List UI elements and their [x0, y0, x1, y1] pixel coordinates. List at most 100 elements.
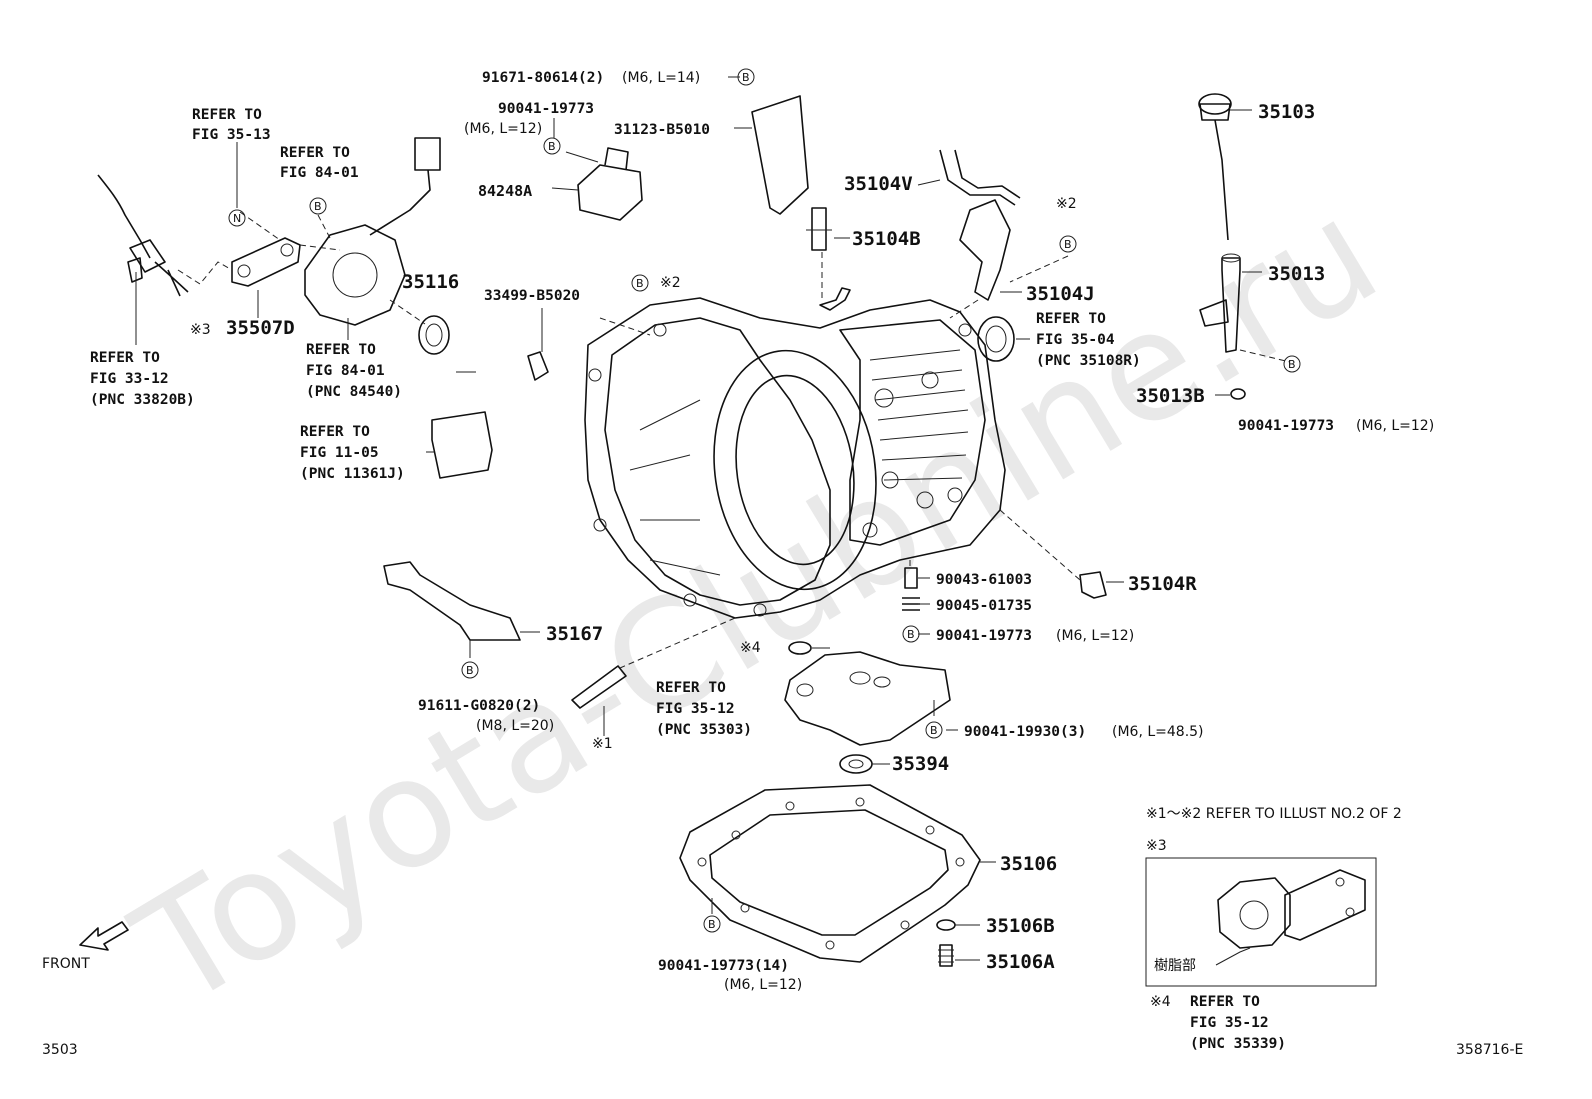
resin-label: 樹脂部	[1154, 958, 1196, 974]
label-90041-a: 90041-19773	[498, 101, 594, 117]
svg-text:(PNC 35108R): (PNC 35108R)	[1036, 353, 1141, 369]
svg-text:FIG 84-01: FIG 84-01	[306, 363, 385, 379]
label-90041-c: 90041-19773	[936, 628, 1032, 644]
neutral-switch-drawing	[304, 137, 441, 326]
label-91611: 91611-G0820(2)	[418, 698, 540, 714]
dipstick-drawing	[1198, 93, 1246, 400]
oil-seal-drawing	[418, 315, 450, 355]
label-35106: 35106	[1000, 853, 1057, 875]
svg-text:B: B	[548, 140, 556, 153]
note-2-b: ※2	[660, 275, 681, 291]
bracket-35167-drawing	[383, 561, 521, 641]
label-35013b: 35013B	[1136, 385, 1205, 407]
label-90041-19930-spec: (M6, L=48.5)	[1112, 724, 1204, 740]
label-35104b: 35104B	[852, 228, 921, 250]
note-4-line-2: FIG 35-12	[1190, 1015, 1269, 1031]
label-90041-19930: 90041-19930(3)	[964, 724, 1086, 740]
label-35167: 35167	[546, 623, 603, 645]
label-90041-d-spec: (M6, L=12)	[724, 977, 802, 993]
svg-text:FIG 35-04: FIG 35-04	[1036, 332, 1115, 348]
plug-35104b-drawing	[806, 207, 832, 251]
drain-plug-drawing	[902, 567, 1107, 611]
svg-text:FIG 35-12: FIG 35-12	[656, 701, 735, 717]
o-ring-drawing	[788, 641, 812, 655]
note-4-mark: ※4	[1150, 994, 1171, 1010]
refer-fig-35-12: REFER TO FIG 35-12 (PNC 35303)	[656, 680, 752, 738]
label-90041-d: 90041-19773(14)	[658, 958, 789, 974]
refer-fig-11-05: REFER TO FIG 11-05 (PNC 11361J)	[300, 424, 405, 482]
drain-plug-35106-drawing	[936, 919, 956, 967]
watermark: Toyota-Clubnine.ru	[108, 166, 1406, 1041]
part-labels: 91671-80614(2) (M6, L=14) 90041-19773 (M…	[190, 70, 1434, 993]
gasket-35394-drawing	[839, 754, 873, 774]
label-35106b: 35106B	[986, 915, 1055, 937]
transaxle-case-drawing	[584, 287, 1006, 619]
svg-text:REFER TO: REFER TO	[300, 424, 370, 440]
refer-blocks: REFER TO FIG 35-13 REFER TO FIG 84-01 RE…	[90, 107, 1141, 738]
svg-text:FIG 35-13: FIG 35-13	[192, 127, 271, 143]
page-ref: 3503	[42, 1042, 78, 1058]
front-arrow-icon	[79, 921, 129, 951]
link-plate-drawing	[231, 237, 301, 287]
cover-11361j-drawing	[431, 411, 493, 479]
note-4: ※4	[740, 640, 761, 656]
plate-31123-drawing	[751, 95, 809, 215]
svg-text:(PNC 84540): (PNC 84540)	[306, 384, 402, 400]
inset-detail-box: 樹脂部	[1145, 857, 1377, 987]
oil-strainer-drawing	[784, 651, 951, 746]
svg-text:B: B	[1288, 358, 1296, 371]
label-91671: 91671-80614(2)	[482, 70, 604, 86]
oil-seal-35108r-drawing	[977, 316, 1015, 362]
oil-pan-drawing	[679, 784, 981, 963]
pin-drawing	[571, 665, 627, 709]
svg-text:B: B	[708, 918, 716, 931]
note-1: ※1	[592, 736, 613, 752]
svg-text:(PNC 33820B): (PNC 33820B)	[90, 392, 195, 408]
mark-circles: B B N B B B B B B B B	[228, 68, 1301, 933]
svg-text:B: B	[636, 277, 644, 290]
svg-text:B: B	[907, 628, 915, 641]
label-35104j: 35104J	[1026, 283, 1095, 305]
label-90043: 90043-61003	[936, 572, 1032, 588]
label-35104r: 35104R	[1128, 573, 1197, 595]
svg-text:REFER TO: REFER TO	[656, 680, 726, 696]
front-label: FRONT	[42, 956, 90, 972]
svg-text:B: B	[1064, 238, 1072, 251]
note-4-line-1: REFER TO	[1190, 994, 1260, 1010]
svg-text:(PNC 11361J): (PNC 11361J)	[300, 466, 405, 482]
svg-text:REFER TO: REFER TO	[192, 107, 262, 123]
label-35106a: 35106A	[986, 951, 1055, 973]
bracket-84248a-drawing	[577, 147, 643, 221]
refer-fig-84-01-a: REFER TO FIG 84-01	[280, 145, 359, 181]
svg-text:FIG 11-05: FIG 11-05	[300, 445, 379, 461]
label-35507d: 35507D	[226, 317, 295, 339]
svg-text:REFER TO: REFER TO	[1036, 311, 1106, 327]
label-90041-c-spec: (M6, L=12)	[1056, 628, 1134, 644]
refer-fig-35-04: REFER TO FIG 35-04 (PNC 35108R)	[1036, 311, 1141, 369]
svg-text:B: B	[466, 664, 474, 677]
refer-fig-35-13: REFER TO FIG 35-13	[192, 107, 271, 143]
label-91611-spec: (M8, L=20)	[476, 718, 554, 734]
label-35013: 35013	[1268, 263, 1325, 285]
svg-text:B: B	[314, 200, 322, 213]
label-90045: 90045-01735	[936, 598, 1032, 614]
label-31123: 31123-B5010	[614, 122, 710, 138]
svg-text:FIG 33-12: FIG 33-12	[90, 371, 169, 387]
label-35103: 35103	[1258, 101, 1315, 123]
svg-text:REFER TO: REFER TO	[306, 342, 376, 358]
breather-hose-drawing	[939, 149, 1021, 206]
note-2-a: ※2	[1056, 196, 1077, 212]
svg-text:B: B	[930, 724, 938, 737]
label-35116: 35116	[402, 271, 459, 293]
sensor-cable-drawing	[97, 174, 189, 297]
label-84248a: 84248A	[478, 182, 532, 200]
svg-text:B: B	[742, 71, 750, 84]
inset-mark-3: ※3	[1146, 838, 1167, 854]
note-3-a: ※3	[190, 322, 211, 338]
refer-fig-84-01-b: REFER TO FIG 84-01 (PNC 84540)	[306, 342, 402, 400]
svg-text:N: N	[233, 212, 241, 225]
note-4-line-3: (PNC 35339)	[1190, 1036, 1286, 1052]
illust-note: ※1～※2 REFER TO ILLUST NO.2 OF 2	[1146, 806, 1402, 822]
label-35394: 35394	[892, 753, 949, 775]
